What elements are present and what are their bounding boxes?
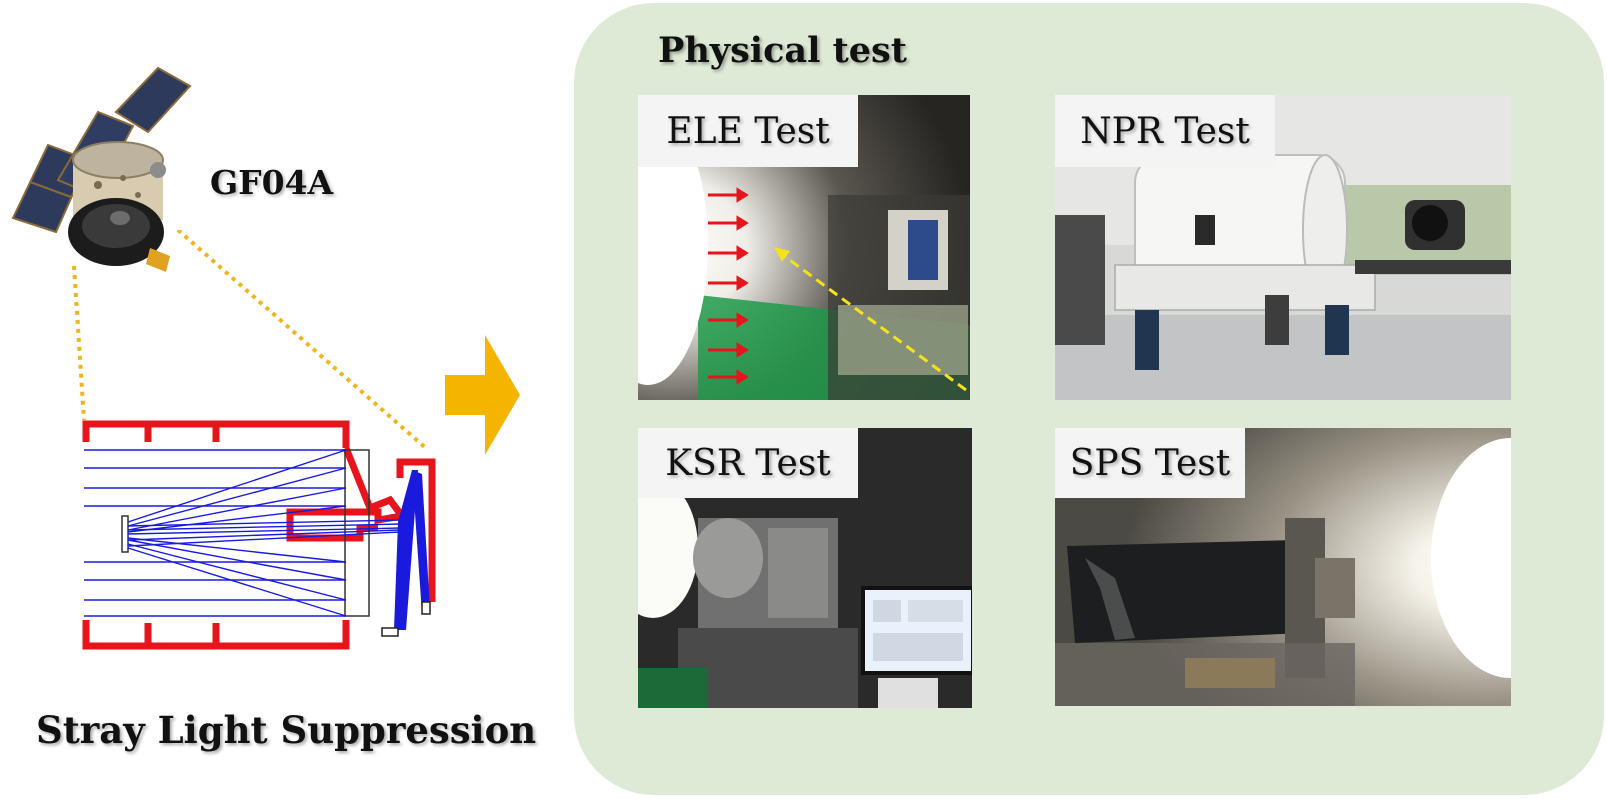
satellite-body	[72, 141, 166, 220]
optical-schematic	[60, 228, 460, 660]
optical-rays	[84, 449, 401, 617]
fold-optics	[381, 470, 431, 637]
dotted-connector-left	[72, 265, 86, 421]
satellite-name-label: GF04A	[210, 163, 334, 202]
sps-test-label: SPS Test	[1055, 428, 1245, 498]
dotted-connector-right	[176, 228, 430, 452]
panel-title: Physical test	[658, 30, 907, 71]
secondary-mirror	[121, 515, 129, 553]
ele-test-label: ELE Test	[638, 95, 858, 167]
solar-panel-right	[114, 66, 192, 134]
incident-light-arrows	[708, 187, 749, 385]
ksr-test-label: KSR Test	[638, 428, 858, 498]
view-direction-arrow	[774, 247, 967, 392]
npr-test-label: NPR Test	[1055, 95, 1275, 167]
flow-arrow-icon	[445, 335, 520, 455]
satellite-illustration	[8, 60, 208, 280]
stray-light-caption: Stray Light Suppression	[36, 708, 537, 752]
telescope-aperture	[68, 198, 170, 272]
